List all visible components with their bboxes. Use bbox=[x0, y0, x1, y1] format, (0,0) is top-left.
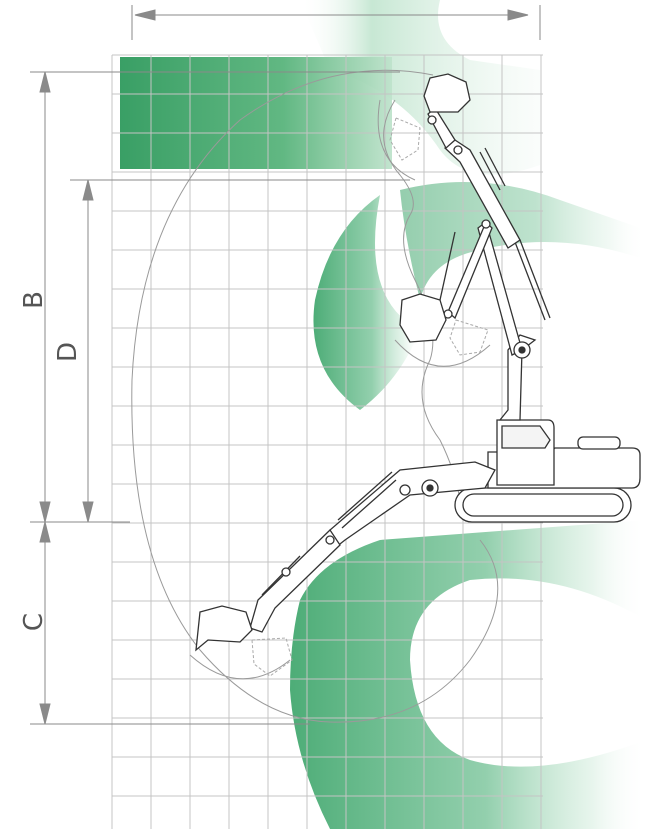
envelope-inner-curve bbox=[383, 99, 461, 501]
envelope-bucket-arc-mid bbox=[394, 339, 491, 367]
excavator-track bbox=[454, 487, 632, 523]
brand-color-block bbox=[120, 57, 392, 169]
bucket-ghost-outlines bbox=[251, 117, 489, 677]
excavator-hood bbox=[577, 436, 621, 450]
bucket-low bbox=[195, 605, 253, 652]
brand-background-shapes bbox=[290, 0, 646, 829]
envelope-outer-curve bbox=[131, 69, 499, 723]
brand-shape-top bbox=[300, 0, 540, 175]
dimension-label-d: D bbox=[53, 342, 83, 362]
envelope-bucket-arc-top bbox=[377, 99, 416, 181]
envelope-bucket-arc-bottom bbox=[189, 654, 291, 680]
dimension-lines bbox=[30, 5, 541, 725]
excavator-cab-window bbox=[501, 425, 551, 449]
brand-shape-middle-crescent bbox=[313, 195, 420, 410]
grid bbox=[111, 54, 543, 829]
brand-shape-bottom-ring bbox=[290, 520, 646, 829]
bucket-mid bbox=[399, 293, 447, 343]
brand-shape-middle-arc bbox=[400, 182, 646, 300]
boom-arm-low bbox=[249, 461, 496, 633]
dimension-label-b: B bbox=[19, 291, 49, 309]
dimension-label-c: C bbox=[19, 613, 49, 631]
bucket-high bbox=[423, 73, 471, 113]
boom-arm-high bbox=[427, 107, 521, 249]
boom-arm-mid bbox=[439, 219, 551, 421]
working-range-envelope bbox=[131, 69, 499, 723]
excavator bbox=[195, 73, 641, 652]
